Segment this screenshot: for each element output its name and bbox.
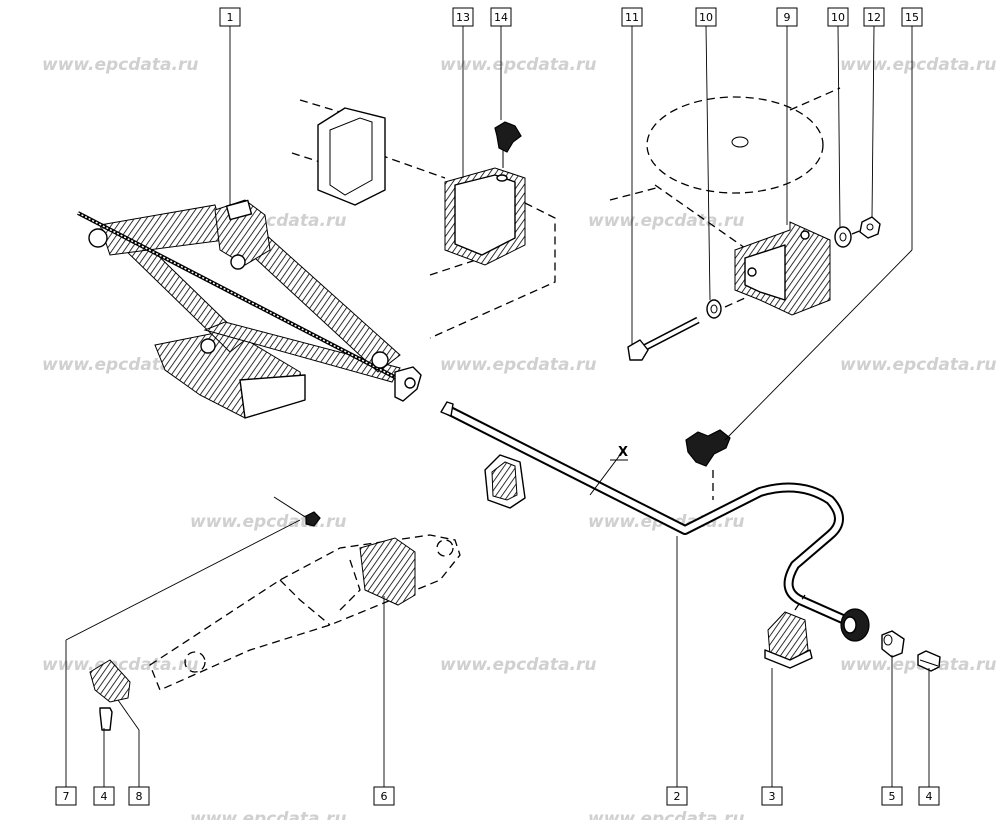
callout-label: 3 <box>769 790 776 803</box>
callout-5: 5 <box>881 786 903 806</box>
callout-label: 6 <box>381 790 388 803</box>
bush-and-screw-illustration <box>881 630 941 672</box>
watermark-text: www.epcdata.ru <box>190 809 346 820</box>
watermark-layer: www.epcdata.ru www.epcdata.ru www.epcdat… <box>42 55 996 820</box>
callout-label: 11 <box>625 11 639 24</box>
rod-holder-clip-illustration <box>484 454 526 509</box>
watermark-text: www.epcdata.ru <box>42 355 198 375</box>
watermark-text: www.epcdata.ru <box>440 55 596 75</box>
watermark-text: www.epcdata.ru <box>190 512 346 532</box>
leader-lines <box>65 25 930 787</box>
callout-4: 4 <box>918 786 940 806</box>
watermark-text: www.epcdata.ru <box>440 355 596 375</box>
retaining-clip-illustration <box>685 429 731 500</box>
watermark-text: www.epcdata.ru <box>42 655 198 675</box>
callout-8: 8 <box>128 786 150 806</box>
callout-2: 2 <box>666 786 688 806</box>
callout-6: 6 <box>373 786 395 806</box>
callout-label: 12 <box>867 11 881 24</box>
callout-9: 9 <box>776 7 798 27</box>
callout-11: 11 <box>621 7 643 27</box>
callout-label: 2 <box>674 790 681 803</box>
callout-label: 10 <box>831 11 845 24</box>
watermark-text: www.epcdata.ru <box>840 355 996 375</box>
watermark-text: www.epcdata.ru <box>588 809 744 820</box>
watermark-text: www.epcdata.ru <box>588 211 744 231</box>
callout-label: 15 <box>905 11 919 24</box>
callout-label: 13 <box>456 11 470 24</box>
callout-1: 1 <box>219 7 241 27</box>
jack-stowage-illustration <box>89 496 461 731</box>
callout-7: 7 <box>55 786 77 806</box>
callout-label: 7 <box>63 790 70 803</box>
callout-label: 8 <box>136 790 143 803</box>
callout-label: 5 <box>889 790 896 803</box>
callout-label: 10 <box>699 11 713 24</box>
callout-label: 14 <box>494 11 508 24</box>
callout-10: 10 <box>827 7 849 27</box>
callout-10: 10 <box>695 7 717 27</box>
watermark-text: www.epcdata.ru <box>440 655 596 675</box>
callout-3: 3 <box>761 786 783 806</box>
scissor-jack-illustration <box>77 199 422 419</box>
watermark-text: www.epcdata.ru <box>840 55 996 75</box>
callout-14: 14 <box>490 7 512 27</box>
callout-15: 15 <box>901 7 923 27</box>
mounting-bracket-illustration <box>291 99 556 339</box>
callout-13: 13 <box>452 7 474 27</box>
callout-4: 4 <box>93 786 115 806</box>
callout-label: 4 <box>926 790 933 803</box>
section-mark-label: X <box>618 445 628 460</box>
callout-label: 4 <box>101 790 108 803</box>
callout-label: 9 <box>784 11 791 24</box>
spare-wheel-cradle-illustration <box>609 87 881 361</box>
brace-holder-illustration <box>764 594 813 669</box>
callout-12: 12 <box>863 7 885 27</box>
callout-label: 1 <box>227 11 234 24</box>
wheel-brace-rod-illustration <box>440 401 870 642</box>
watermark-text: www.epcdata.ru <box>42 55 198 75</box>
